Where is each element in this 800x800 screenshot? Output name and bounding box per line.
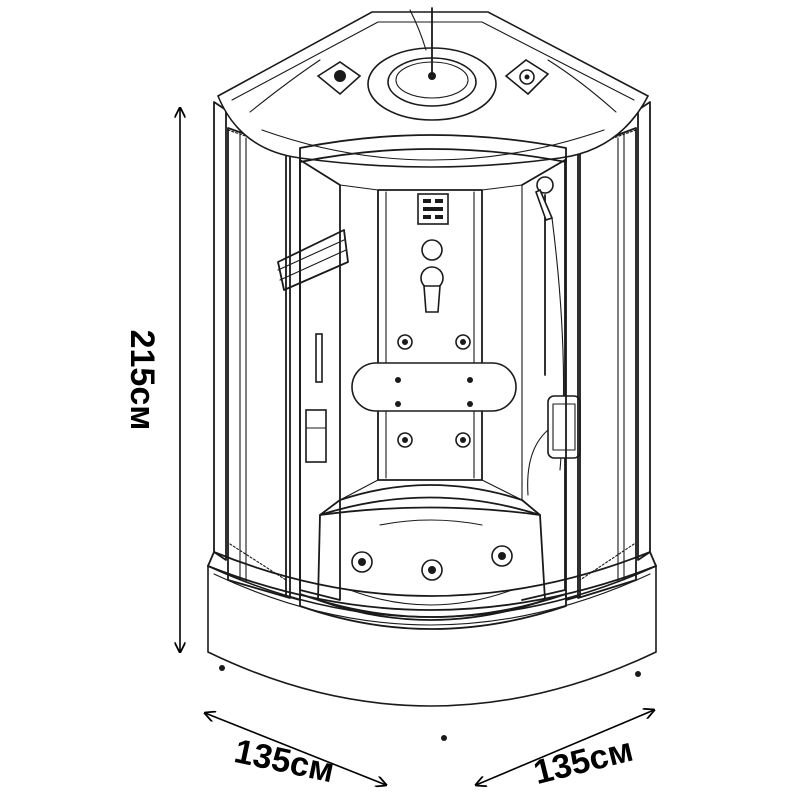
body-jets xyxy=(397,334,471,448)
mixer-faucet xyxy=(420,239,444,313)
jet-icon xyxy=(455,432,471,448)
jet-icon xyxy=(351,551,373,573)
side-panel-right xyxy=(527,395,581,496)
width-right-arrow xyxy=(476,710,654,785)
glass-frame-left xyxy=(213,101,301,601)
door-bottom-rail xyxy=(299,593,567,630)
jet-icon xyxy=(421,559,443,581)
seat-jets xyxy=(351,545,513,581)
height-label: 215см xyxy=(123,330,161,431)
base-tray xyxy=(207,564,657,741)
jet-icon xyxy=(455,334,471,350)
roof-light xyxy=(316,61,362,96)
shower-cabin xyxy=(207,7,657,741)
width-left-label: 135см xyxy=(231,732,337,790)
width-left-dimension: 135см xyxy=(205,713,386,790)
width-right-dimension: 135см xyxy=(476,710,654,792)
headrest-panel xyxy=(351,362,517,412)
roof-fan xyxy=(504,59,550,96)
soap-dish xyxy=(305,409,327,463)
control-panel xyxy=(417,193,449,225)
door-handle xyxy=(315,333,323,383)
tray-foot-left xyxy=(219,665,225,671)
height-dimension: 215см xyxy=(123,108,180,652)
jet-icon xyxy=(491,545,513,567)
tray-foot-center xyxy=(441,735,447,741)
width-left-arrow xyxy=(205,713,386,785)
tray-foot-right xyxy=(635,671,641,677)
glass-frame-right xyxy=(565,101,651,601)
towel-rack xyxy=(277,229,349,291)
jet-icon xyxy=(397,432,413,448)
jet-icon xyxy=(397,334,413,350)
rain-shower xyxy=(367,7,497,121)
